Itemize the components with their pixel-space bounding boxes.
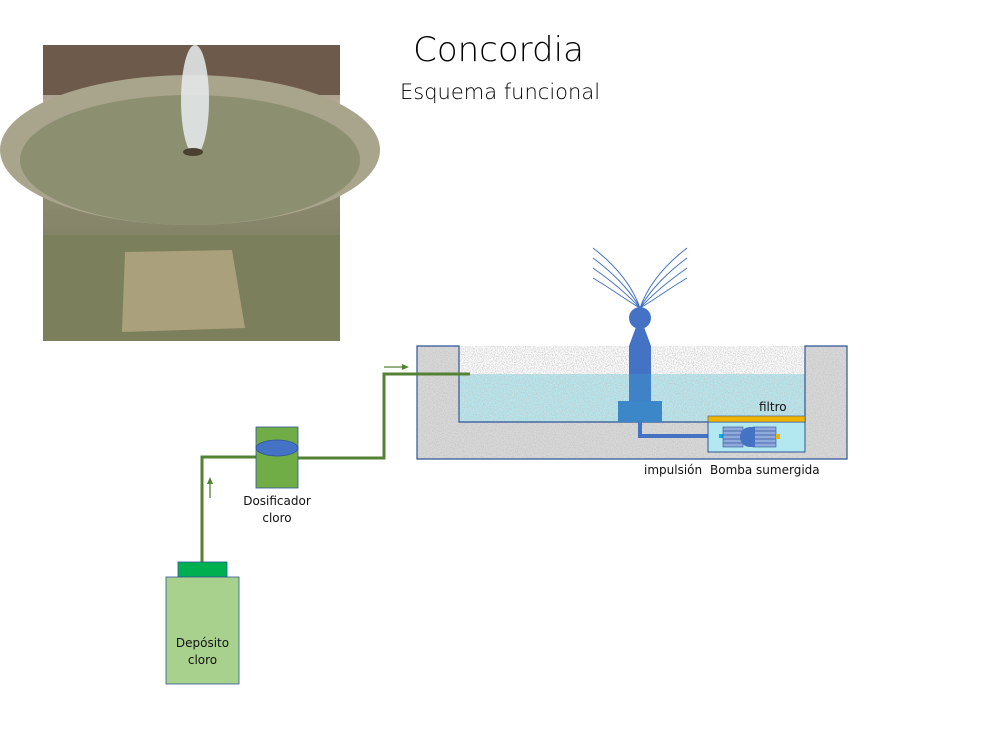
doser-label-line2: cloro	[262, 511, 292, 525]
tank-label-line1: Depósito	[175, 636, 230, 650]
fountain-nozzle	[592, 247, 722, 438]
doser-label: Dosificador cloro	[236, 493, 318, 527]
filter-label: filtro	[759, 400, 787, 414]
tank-label: Depósito cloro	[166, 635, 239, 669]
page-title: Concordia	[413, 30, 584, 70]
fountain-photo	[0, 45, 380, 341]
pump-label: Bomba sumergida	[710, 463, 820, 477]
tank-label-line2: cloro	[187, 653, 218, 667]
impulsion-label: impulsión	[644, 463, 703, 477]
page-subtitle: Esquema funcional	[400, 80, 601, 104]
chlorine-pipe	[200, 372, 470, 562]
chlorine-tank	[165, 561, 240, 685]
submersible-pump	[707, 415, 806, 453]
chlorine-doser	[255, 426, 299, 489]
flow-arrow-icon	[207, 364, 409, 498]
doser-label-line1: Dosificador	[243, 494, 311, 508]
